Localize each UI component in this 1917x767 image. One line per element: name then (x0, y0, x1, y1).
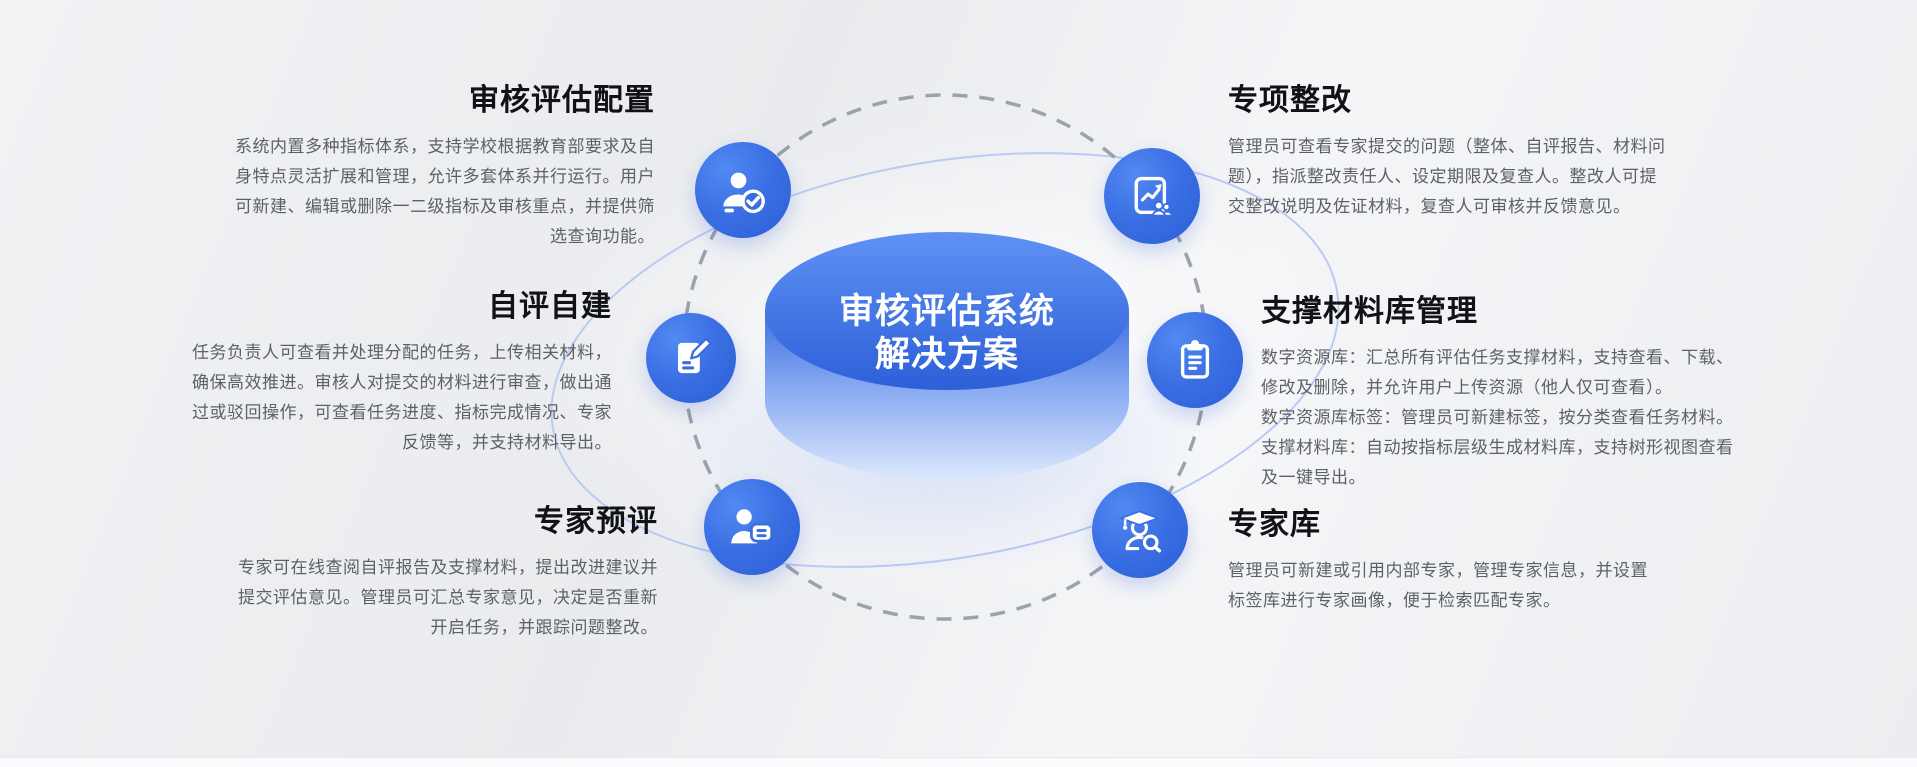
feature-icon-expert-preview (704, 479, 800, 575)
edit-note-icon (677, 337, 712, 374)
feature-audit-eval-config: 审核评估配置 系统内置多种指标体系，支持学校根据教育部要求及自 身特点灵活扩展和… (215, 80, 655, 252)
feature-material-library: 支撑材料库管理 数字资源库：汇总所有评估任务支撑材料，支持查看、下载、 修改及删… (1261, 291, 1741, 493)
feature-icon-material-library (1147, 312, 1243, 408)
feature-expert-preview: 专家预评 专家可在线查阅自评报告及支撑材料，提出改进建议并 提交评估意见。管理员… (218, 501, 658, 643)
feature-icon-special-rectification (1104, 148, 1200, 244)
feature-title: 专家库 (1228, 508, 1321, 541)
feature-expert-library: 专家库 管理员可新建或引用内部专家，管理专家信息，并设置 标签库进行专家画像，便… (1228, 504, 1648, 616)
feature-title: 自评自建 (488, 290, 612, 323)
feature-self-eval: 自评自建 任务负责人可查看并处理分配的任务，上传相关材料， 确保高效推进。审核人… (167, 286, 612, 458)
feature-title: 审核评估配置 (469, 84, 655, 117)
clipboard-icon (1180, 339, 1210, 379)
graduate-search-icon (1118, 510, 1162, 553)
feature-description: 任务负责人可查看并处理分配的任务，上传相关材料， 确保高效推进。审核人对提交的材… (192, 343, 612, 452)
feature-description: 系统内置多种指标体系，支持学校根据教育部要求及自 身特点灵活扩展和管理，允许多套… (235, 137, 655, 246)
feature-icon-self-eval (646, 313, 736, 403)
feature-title: 支撑材料库管理 (1261, 295, 1478, 328)
feature-icon-audit-eval-config (695, 142, 791, 238)
feature-icon-expert-library (1092, 482, 1188, 578)
center-disc: 审核评估系统 解决方案 (763, 228, 1131, 486)
feature-description: 管理员可新建或引用内部专家，管理专家信息，并设置 标签库进行专家画像，便于检索匹… (1228, 561, 1648, 610)
cylinder-graphic (765, 232, 1129, 480)
center-title: 审核评估系统 解决方案 (838, 292, 1055, 374)
feature-description: 专家可在线查阅自评报告及支撑材料，提出改进建议并 提交评估意见。管理员可汇总专家… (238, 558, 658, 637)
user-card-icon (731, 509, 774, 544)
user-check-icon (723, 172, 765, 214)
feature-description: 管理员可查看专家提交的问题（整体、自评报告、材料问 题），指派整改责任人、设定期… (1228, 137, 1666, 216)
feature-title: 专项整改 (1228, 84, 1352, 117)
orbit-ellipse (550, 152, 1340, 568)
trend-chart-icon (1134, 176, 1174, 217)
bottom-edge-strip (0, 757, 1917, 767)
feature-description: 数字资源库：汇总所有评估任务支撑材料，支持查看、下载、 修改及删除，并允许用户上… (1261, 348, 1734, 487)
feature-title: 专家预评 (534, 505, 658, 538)
feature-special-rectification: 专项整改 管理员可查看专家提交的问题（整体、自评报告、材料问 题），指派整改责任… (1228, 80, 1683, 222)
